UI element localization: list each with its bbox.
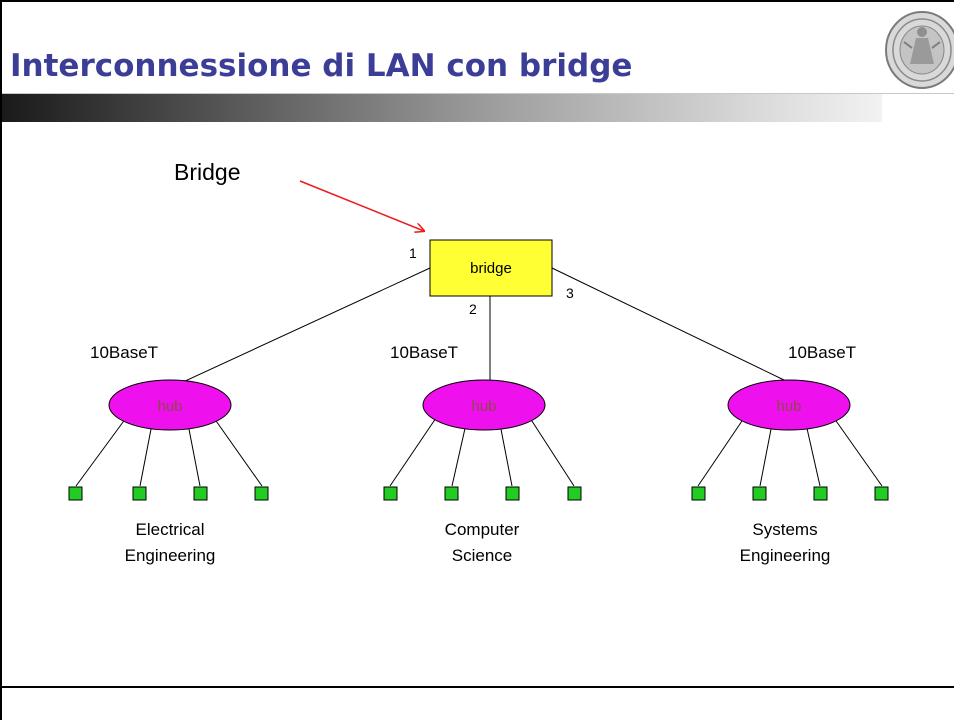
hub-center <box>422 379 546 431</box>
host-left-3 <box>193 486 208 501</box>
link-label-center: 10BaseT <box>390 343 458 362</box>
port-1-label: 1 <box>409 245 417 261</box>
host-right-1 <box>691 486 706 501</box>
callout-arrow <box>299 180 424 231</box>
host-right-3 <box>813 486 828 501</box>
host-left-4 <box>254 486 269 501</box>
hub-right <box>727 379 851 431</box>
host-center-2 <box>444 486 459 501</box>
port-2-label: 2 <box>469 301 477 317</box>
bridge-box <box>429 239 553 297</box>
university-seal-icon <box>885 11 954 89</box>
host-right-2 <box>752 486 767 501</box>
hub-left-label: hub <box>157 398 182 415</box>
link-bridge-to-hub-left <box>169 267 431 389</box>
link-label-right: 10BaseT <box>788 343 856 362</box>
slide-title: Interconnessione di LAN con bridge <box>10 48 633 84</box>
dept-center-line2: Science <box>452 546 512 565</box>
host-left-2 <box>132 486 147 501</box>
dept-left-line1: Electrical <box>136 520 205 539</box>
bridge-callout-label: Bridge <box>174 159 240 185</box>
slide-top-border <box>0 0 954 2</box>
dept-center-line1: Computer <box>445 520 520 539</box>
link-label-left: 10BaseT <box>90 343 158 362</box>
slide-left-border <box>0 0 2 720</box>
title-bar-highlight <box>2 93 954 94</box>
link-bridge-to-hub-right <box>551 267 785 381</box>
host-center-3 <box>505 486 520 501</box>
host-right-4 <box>874 486 889 501</box>
hub-center-label: hub <box>471 398 496 415</box>
bridge-box-label: bridge <box>470 260 512 277</box>
host-center-1 <box>383 486 398 501</box>
host-left-1 <box>68 486 83 501</box>
lan-electrical-engineering: hub Electrical Engineering <box>68 379 269 565</box>
dept-right-line1: Systems <box>752 520 817 539</box>
host-center-4 <box>567 486 582 501</box>
dept-left-line2: Engineering <box>125 546 216 565</box>
lan-computer-science: hub Computer Science <box>383 379 582 565</box>
slide-footer-divider <box>2 686 954 688</box>
lan-systems-engineering: hub Systems Engineering <box>691 379 889 565</box>
hub-right-label: hub <box>776 398 801 415</box>
port-3-label: 3 <box>566 285 574 301</box>
hub-left <box>108 379 232 431</box>
dept-right-line2: Engineering <box>740 546 831 565</box>
title-gradient-bar <box>2 94 882 122</box>
